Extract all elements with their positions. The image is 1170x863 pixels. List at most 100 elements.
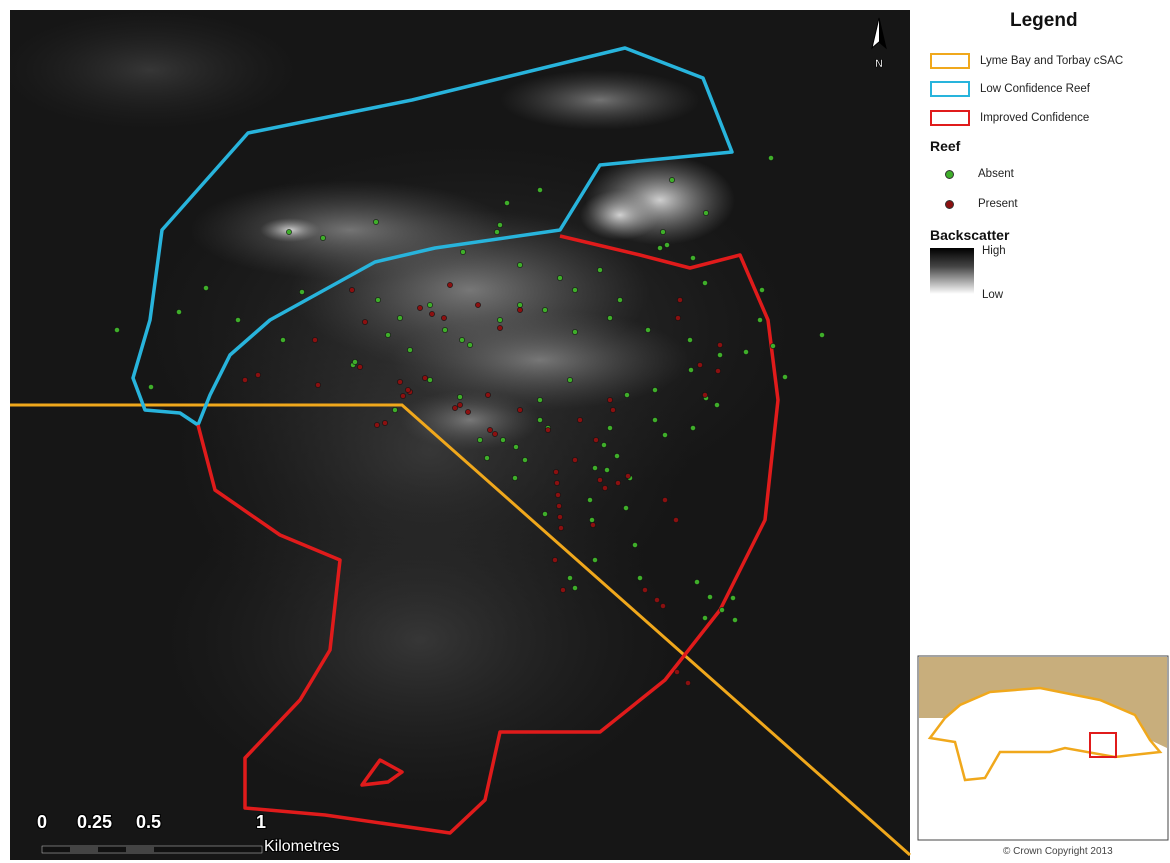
reef-absent-point [657, 245, 663, 251]
reef-absent-point [645, 327, 651, 333]
present-dot-icon [945, 199, 954, 209]
reef-present-point [417, 305, 423, 311]
reef-present-point [312, 337, 318, 343]
reef-absent-point [442, 327, 448, 333]
low-confidence-swatch [930, 81, 970, 97]
reef-absent-point [375, 297, 381, 303]
reef-absent-point [373, 219, 379, 225]
reef-absent-point [280, 337, 286, 343]
reef-absent-point [632, 542, 638, 548]
reef-present-point [400, 393, 406, 399]
reef-present-point [517, 307, 523, 313]
reef-present-point [602, 485, 608, 491]
scale-bar [41, 845, 263, 854]
low-confidence-reef-polygon [131, 46, 734, 427]
reef-present-point [597, 477, 603, 483]
reef-present-point [702, 392, 708, 398]
reef-absent-point [148, 384, 154, 390]
legend-label-absent: Absent [978, 168, 1014, 180]
reef-present-point [422, 375, 428, 381]
reef-present-point [475, 302, 481, 308]
reef-present-point [465, 409, 471, 415]
reef-absent-point [467, 342, 473, 348]
reef-absent-point [687, 337, 693, 343]
reef-present-point [552, 557, 558, 563]
legend-item-low-confidence: Low Confidence Reef [930, 79, 1090, 99]
reef-present-point [717, 342, 723, 348]
reef-present-point [557, 514, 563, 520]
reef-absent-points [114, 155, 825, 623]
reef-absent-point [457, 394, 463, 400]
reef-present-point [429, 311, 435, 317]
reef-absent-point [114, 327, 120, 333]
reef-absent-point [782, 374, 788, 380]
reef-absent-point [500, 437, 506, 443]
reef-present-point [487, 427, 493, 433]
reef-present-point [315, 382, 321, 388]
legend-item-csac: Lyme Bay and Torbay cSAC [930, 51, 1123, 71]
reef-absent-point [768, 155, 774, 161]
reef-absent-point [203, 285, 209, 291]
reef-present-point [607, 397, 613, 403]
scale-tick-0-5: 0.5 [136, 812, 162, 832]
reef-absent-point [587, 497, 593, 503]
reef-present-point [492, 431, 498, 437]
backscatter-ramp [930, 248, 974, 294]
reef-absent-point [732, 617, 738, 623]
reef-present-point [497, 325, 503, 331]
reef-present-point [675, 315, 681, 321]
reef-absent-point [614, 453, 620, 459]
absent-dot-icon [945, 169, 954, 179]
reef-absent-point [743, 349, 749, 355]
legend-label-improved-confidence: Improved Confidence [980, 112, 1090, 124]
reef-absent-point [662, 432, 668, 438]
reef-absent-point [770, 343, 776, 349]
reef-absent-point [320, 235, 326, 241]
reef-absent-point [537, 417, 543, 423]
reef-present-point [397, 379, 403, 385]
reef-absent-point [427, 302, 433, 308]
reef-absent-point [397, 315, 403, 321]
reef-absent-point [542, 511, 548, 517]
reef-absent-point [513, 444, 519, 450]
reef-present-point [577, 417, 583, 423]
reef-absent-point [660, 229, 666, 235]
reef-absent-point [690, 255, 696, 261]
reef-absent-point [477, 437, 483, 443]
reef-present-point [590, 522, 596, 528]
reef-absent-point [690, 425, 696, 431]
reef-absent-point [589, 517, 595, 523]
reef-absent-point [652, 417, 658, 423]
reef-absent-point [407, 347, 413, 353]
reef-absent-point [427, 377, 433, 383]
reef-absent-point [286, 229, 292, 235]
reef-absent-point [719, 607, 725, 613]
legend-item-improved-confidence: Improved Confidence [930, 108, 1089, 128]
reef-absent-point [597, 267, 603, 273]
reef-present-point [677, 297, 683, 303]
reef-present-point [593, 437, 599, 443]
reef-absent-point [707, 594, 713, 600]
reef-present-points [242, 282, 723, 686]
reef-present-point [558, 525, 564, 531]
scale-tick-1: 1 [256, 812, 267, 832]
reef-present-point [545, 427, 551, 433]
reef-absent-point [669, 177, 675, 183]
reef-present-point [405, 387, 411, 393]
reef-absent-point [522, 457, 528, 463]
legend-label-present: Present [978, 198, 1018, 210]
reef-absent-point [392, 407, 398, 413]
reef-absent-point [504, 200, 510, 206]
reef-absent-point [623, 505, 629, 511]
reef-present-point [615, 480, 621, 486]
reef-absent-point [484, 455, 490, 461]
reef-absent-point [512, 475, 518, 481]
reef-absent-point [688, 367, 694, 373]
csac-boundary [10, 403, 911, 857]
reef-absent-point [459, 337, 465, 343]
reef-present-point [452, 405, 458, 411]
reef-absent-point [604, 467, 610, 473]
reef-absent-point [572, 287, 578, 293]
reef-absent-point [664, 242, 670, 248]
